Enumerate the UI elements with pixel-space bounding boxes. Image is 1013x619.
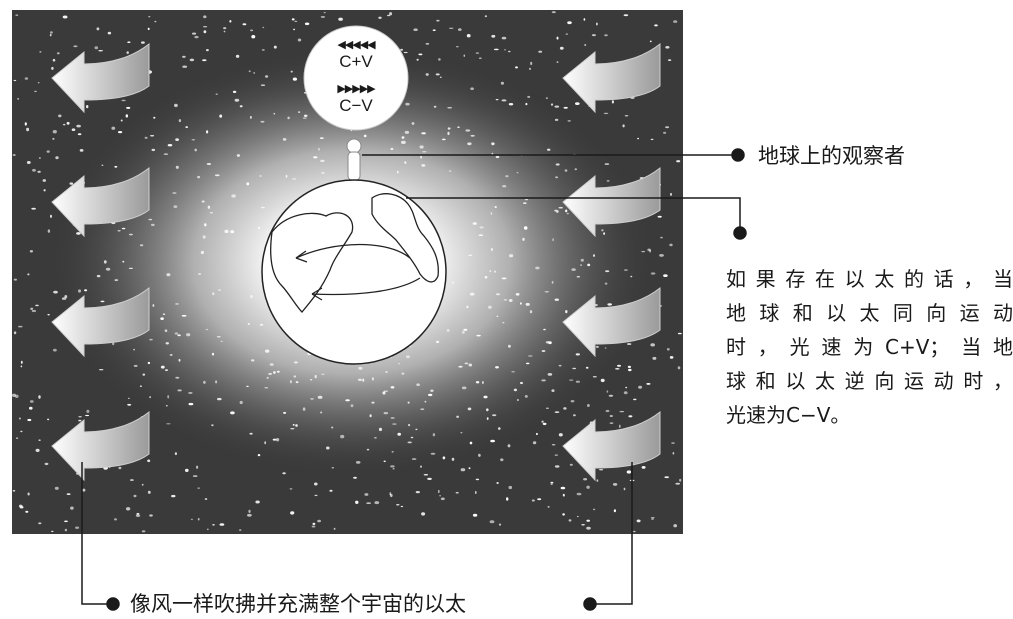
ether-note: 如果存在以太的话，当 地球和以太同向运动 时，光速为C+V；当地 球和以太逆向运…: [726, 262, 1013, 432]
speed-bubble: ◀◀◀◀◀ C+V ▶▶▶▶▶ C−V: [303, 25, 409, 131]
speed-against-ether: C−V: [339, 96, 373, 115]
observer-label: 地球上的观察者: [758, 144, 905, 168]
note-line: 地球和以太同向运动: [726, 301, 1013, 325]
ether-leader-line: [81, 462, 633, 611]
observer-leader-line: [362, 148, 745, 162]
note-line: 球和以太逆向运动时，: [726, 369, 1013, 393]
right-arrows-icon: ▶▶▶▶▶: [337, 82, 376, 95]
note-line: 如果存在以太的话，当: [726, 267, 1013, 291]
observer-figure: [346, 138, 362, 181]
earth-globe-icon: [261, 179, 447, 365]
note-line: 光速为C−V。: [726, 403, 851, 427]
note-leader-line: [406, 197, 747, 240]
speed-with-ether: C+V: [339, 52, 373, 71]
note-line: 时，光速为C+V；当地: [726, 335, 1013, 359]
left-arrows-icon: ◀◀◀◀◀: [337, 38, 376, 51]
ether-label: 像风一样吹拂并充满整个宇宙的以太: [130, 592, 466, 616]
